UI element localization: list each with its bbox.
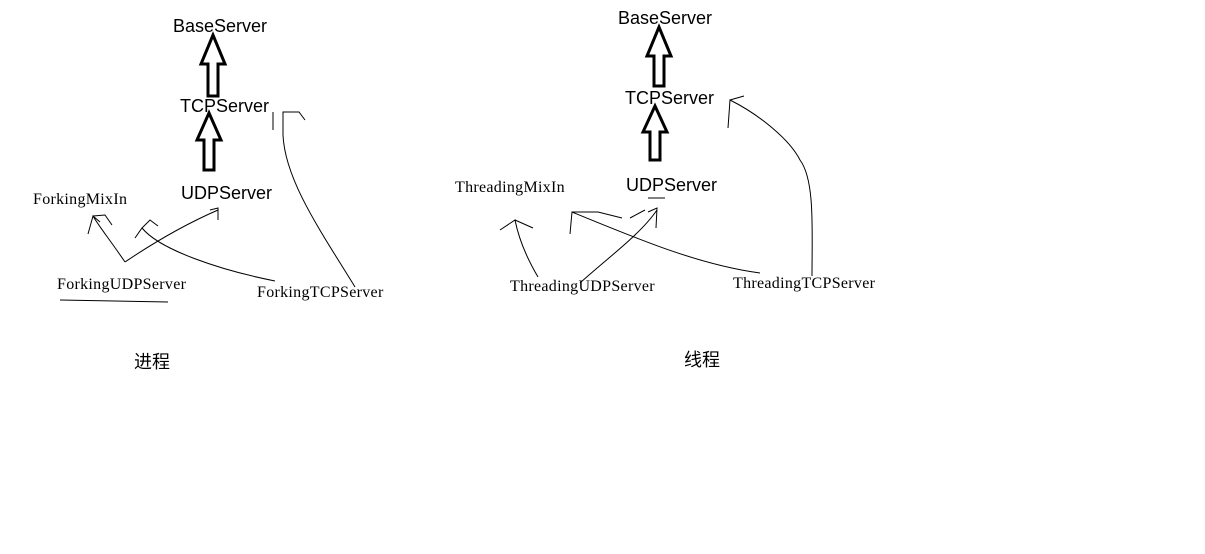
right-arrow-tcp-to-base (644, 23, 674, 88)
left-arrow-udp-to-tcp (194, 109, 224, 172)
right-arrow-udp-to-tcp (640, 102, 670, 162)
right-tcp-server-label: TCPServer (625, 88, 715, 108)
left-underline-udpserver (59, 299, 169, 303)
left-line-tcpserver-to-mixin (134, 219, 276, 282)
left-caption: 进程 (134, 352, 170, 373)
left-tcp-subclass-label: ForkingTCPServer (257, 284, 384, 301)
left-udp-subclass-label: ForkingUDPServer (57, 276, 187, 293)
left-arrow-tcp-to-base (198, 31, 228, 98)
right-line-udpserver-to-udp (579, 207, 658, 284)
right-tcp-subclass-label: ThreadingTCPServer (733, 275, 876, 292)
right-caption: 线程 (684, 350, 720, 371)
left-udp-server-label: UDPServer (181, 183, 273, 203)
right-line-tcpserver-to-mixin (569, 211, 761, 274)
left-line-udpserver-to-udp (124, 207, 219, 263)
right-line-tcpserver-to-tcp (727, 95, 813, 277)
left-line-udpserver-to-mixin (87, 214, 126, 263)
left-tcp-server-label: TCPServer (180, 96, 270, 116)
right-udp-subclass-label: ThreadingUDPServer (510, 278, 655, 295)
right-line-udp-branch (629, 209, 646, 219)
left-line-tcpserver-to-tcp (282, 111, 356, 288)
right-mixin-label: ThreadingMixIn (455, 179, 565, 196)
right-line-udpserver-to-mixin (499, 219, 539, 278)
left-base-server-label: BaseServer (173, 16, 268, 36)
right-udp-server-label: UDPServer (626, 175, 718, 195)
left-mixin-label: ForkingMixIn (33, 191, 128, 208)
right-base-server-label: BaseServer (618, 8, 713, 28)
